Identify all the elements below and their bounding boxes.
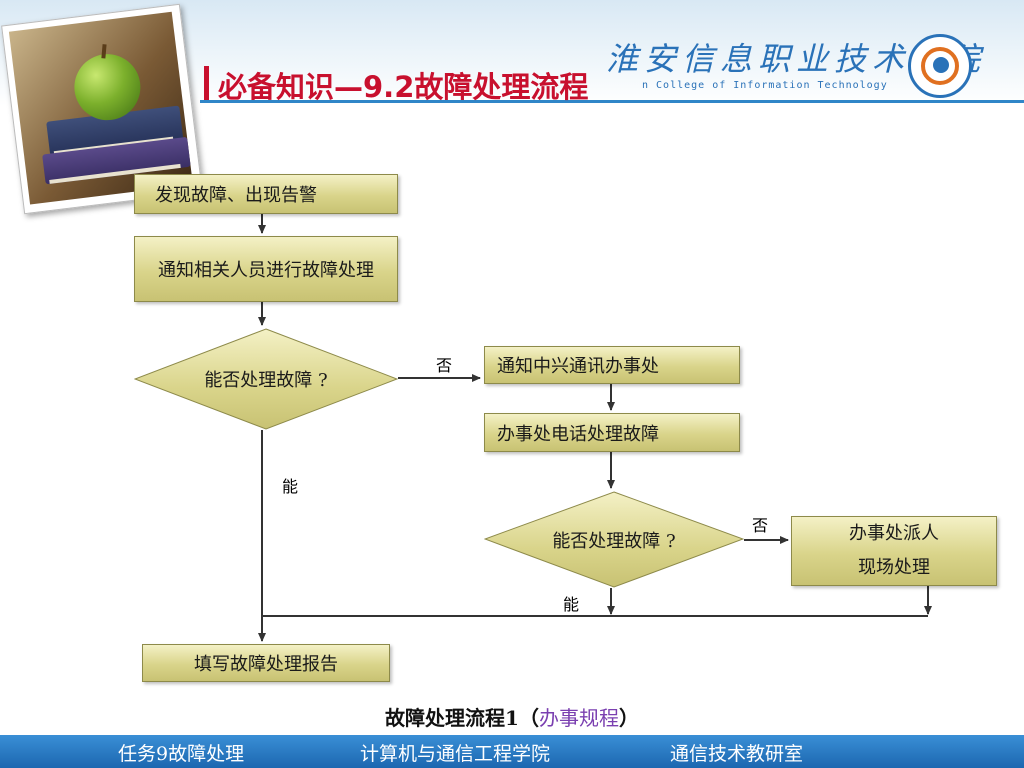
flow-node-fill-report: 填写故障处理报告 xyxy=(142,644,390,682)
caption-accent: 办事规程 xyxy=(538,706,619,730)
footer-college: 计算机与通信工程学院 xyxy=(360,743,551,765)
flow-decision-can-handle-2: 能否处理故障 ? xyxy=(484,491,744,588)
school-logo-icon xyxy=(908,34,972,98)
flow-node-notify-staff: 通知相关人员进行故障处理 xyxy=(134,236,398,302)
slide-title: 必备知识—9.2故障处理流程 xyxy=(218,70,589,104)
edge-label-d1-no: 否 xyxy=(436,356,453,375)
diagram-caption: 故障处理流程1（办事规程） xyxy=(385,706,639,730)
title-accent-bar xyxy=(204,66,209,100)
edge-label-d2-yes: 能 xyxy=(563,595,580,614)
edge-label-d2-no: 否 xyxy=(752,516,769,535)
flow-decision-can-handle-1: 能否处理故障 ? xyxy=(134,328,398,430)
footer-task: 任务9故障处理 xyxy=(118,743,245,765)
flow-node-office-phone-support: 办事处电话处理故障 xyxy=(484,413,740,452)
school-name-en: n College of Information Technology xyxy=(642,80,888,91)
footer-office: 通信技术教研室 xyxy=(670,743,804,765)
flow-node-onsite-dispatch: 办事处派人 现场处理 xyxy=(791,516,997,586)
slide-header: 必备知识—9.2故障处理流程 淮安信息职业技术学院 n College of I… xyxy=(0,0,1024,215)
edge-label-d1-yes: 能 xyxy=(282,477,299,496)
flow-node-notify-zte-office: 通知中兴通讯办事处 xyxy=(484,346,740,384)
header-divider xyxy=(200,100,1024,103)
slide-footer: 任务9故障处理 计算机与通信工程学院 通信技术教研室 xyxy=(0,735,1024,768)
flow-node-detect-fault: 发现故障、出现告警 xyxy=(134,174,398,214)
